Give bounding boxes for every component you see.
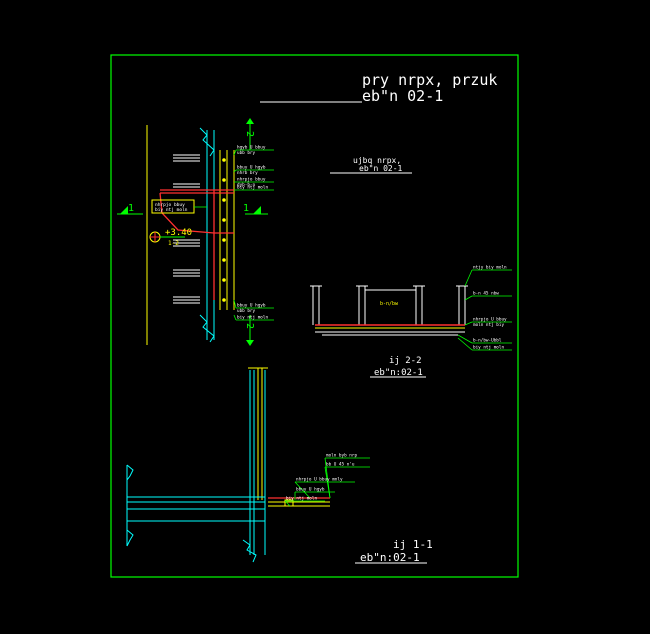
callout-leader — [324, 466, 331, 499]
section-2-2-callouts: ntjy biy moln b-n 45 nbw nhrpjo U bbuymoln… — [457, 265, 512, 351]
elevation-fasteners — [222, 158, 226, 302]
section-mark-2-top-label: 2 — [244, 131, 255, 137]
note-box-line2: biy ntj moln — [155, 207, 188, 213]
callout-label: biy ntj moln — [286, 496, 317, 502]
detail-top-title-line2: eb"n 02-1 — [359, 164, 403, 173]
callout-leader — [233, 169, 237, 173]
section-1-1-upright — [248, 367, 268, 500]
callout-label: ntjy biy moln — [473, 265, 507, 271]
section-mark-1: 1 1 — [117, 203, 268, 215]
section-1-1-detail: moln byb nrp bb U 45 n'u nhrpjo U bbuy mnl… — [126, 367, 433, 564]
top-elevation-detail: 1 1 2 2 +3.40 1-2 nhrpjo bbuy biy — [117, 118, 274, 346]
callout-leader — [457, 334, 473, 344]
callout-label: biy ntj moln — [473, 345, 504, 351]
sheet-title-line2: eb"n 02-1 — [362, 87, 443, 105]
note-box-line1: nhrpjo bbuy — [155, 202, 185, 208]
level-marker: +3.40 1-2 — [149, 228, 192, 247]
section-1-1-wall — [242, 370, 266, 563]
callout-label: moln ntj biy — [473, 322, 504, 328]
section-mark-1-right-label: 1 — [243, 203, 249, 214]
callout-leader — [233, 299, 237, 309]
section-2-2-detail: b-n/bw ntjy biy moln b-n 45 nbw nhrpjo U b… — [310, 265, 512, 378]
elevation-beam — [159, 189, 234, 300]
callout-label: biy ntj moln — [237, 315, 268, 321]
section-mark-1-left-label: 1 — [128, 203, 134, 214]
callout-label: nhrb bry — [237, 170, 258, 176]
callout-label: dyb-b-n — [237, 182, 256, 188]
section-1-1-callouts: moln byb nrp bb U 45 n'u nhrpjo U bbuy mnl… — [284, 453, 370, 507]
callout-leader — [233, 314, 237, 321]
callout-leader — [233, 149, 237, 156]
callout-leader — [294, 481, 311, 499]
section-2-2-slab — [315, 331, 465, 336]
section-1-1-ledger — [268, 499, 330, 507]
section-1-1-slab — [126, 464, 265, 547]
callout-leader — [464, 321, 473, 326]
section-1-1-title-line1: ij 1-1 — [393, 538, 433, 551]
sheet-title-line1: pry nrpx, przuk — [362, 71, 497, 89]
callout-label: bbuy U hgyb — [237, 303, 266, 309]
section-2-2-title-line1: ij 2-2 — [389, 356, 422, 366]
callout-label: b-n/bw-Ubbl — [473, 338, 502, 344]
callout-leader — [457, 337, 473, 351]
level-marker-value: +3.40 — [165, 228, 192, 238]
callout-label: nhrpjo U bbuy mnly — [296, 477, 343, 483]
callout-leader — [464, 269, 473, 287]
detail-top-title-line1: ujbq nrpx, — [353, 156, 401, 165]
callout-label: ubb bry — [237, 150, 256, 156]
section-2-2-title-line2: eb"n:02-1 — [374, 368, 423, 378]
sheet-title-block: pry nrpx, przuk eb"n 02-1 — [260, 71, 497, 105]
callout-label: nhrpjo bbuy — [237, 177, 266, 183]
note-box: nhrpjo bbuy biy ntj moln — [151, 199, 207, 214]
callout-label: hgyb U bbuy — [237, 145, 266, 151]
detail-top-title: ujbq nrpx, eb"n 02-1 — [330, 156, 412, 174]
callout-label: bbuy U hgyb — [237, 165, 266, 171]
callout-label: nhrpjo U bbuy — [473, 317, 507, 323]
section-mark-2-bottom-label: 2 — [244, 323, 255, 329]
callout-label: biy ntj moln — [237, 185, 268, 191]
callout-label: b-n 45 nbw — [473, 291, 499, 297]
callout-label: moln byb nrp — [326, 453, 357, 459]
section-2-2-profile — [310, 285, 468, 325]
section-2-2-center-label: b-n/bw — [380, 301, 399, 307]
callout-leader — [464, 295, 473, 301]
elevation-steel-uprights — [219, 150, 235, 310]
callout-leader — [284, 500, 291, 507]
callout-label: ubb bry — [237, 308, 256, 314]
section-1-1-title-line2: eb"n:02-1 — [360, 551, 420, 564]
elevation-hatch — [173, 154, 200, 304]
level-marker-sub: 1-2 — [168, 240, 179, 247]
callout-label: bbuy U hgyb — [296, 487, 325, 493]
sheet-border — [110, 54, 519, 578]
callout-label: bb U 45 n'u — [326, 462, 355, 468]
